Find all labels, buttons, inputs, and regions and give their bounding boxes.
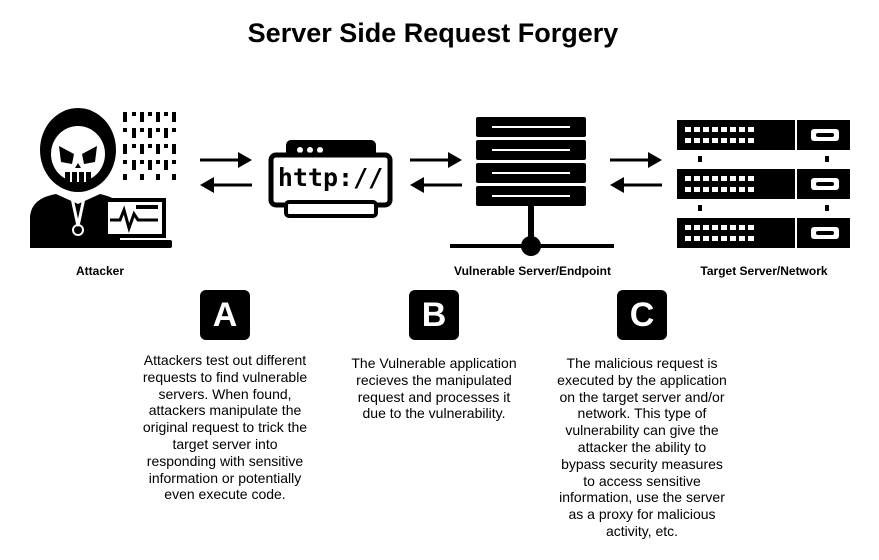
arrow-left-icon [610,177,662,193]
server-rack-icon [677,120,850,248]
arrow-left-icon [410,177,462,193]
step-a-description: Attackers test out different requests to… [142,352,308,503]
arrow-right-icon [200,152,252,168]
vulnerable-server-label: Vulnerable Server/Endpoint [454,264,611,278]
attacker-icon [30,108,176,248]
attacker-label: Attacker [75,264,125,278]
http-label: http:// [277,163,384,192]
step-c-badge: C [617,290,667,340]
arrow-left-icon [200,177,252,193]
diagram-title: Server Side Request Forgery [247,18,619,48]
arrow-right-icon [610,152,662,168]
step-b-description: The Vulnerable application recieves the … [351,355,517,422]
step-b-badge: B [409,290,459,340]
step-a-badge: A [200,290,250,340]
http-browser-icon [268,140,393,218]
step-c-description: The malicious request is executed by the… [557,355,727,539]
target-server-label: Target Server/Network [700,264,828,278]
arrow-right-icon [410,152,462,168]
server-network-icon [450,117,614,256]
